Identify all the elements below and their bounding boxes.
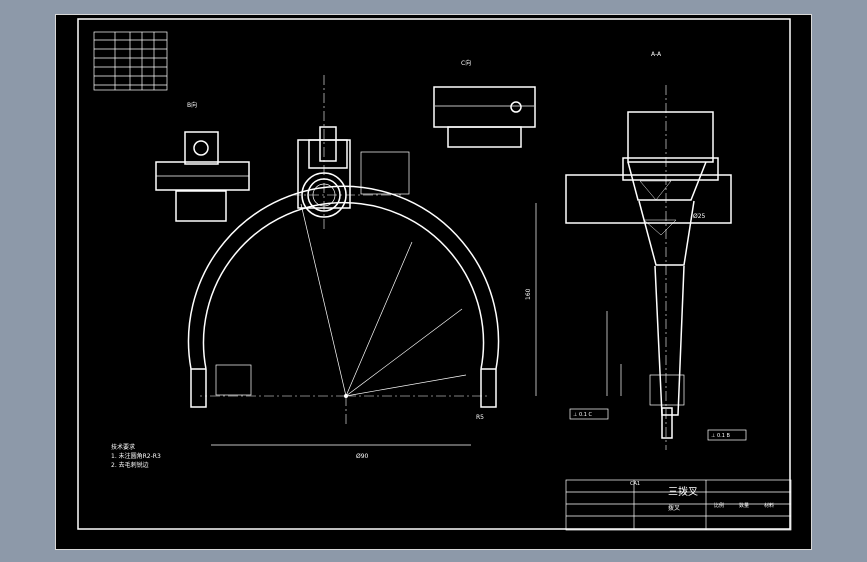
company-name: 拨叉 (668, 504, 680, 512)
width-label: Ø90 (356, 453, 369, 460)
view-c (433, 86, 536, 148)
drawing-border (77, 18, 791, 530)
revision-table (93, 31, 168, 91)
info-0: 比例 (714, 502, 724, 509)
note-2: 2. 去毛刺锐边 (111, 461, 149, 469)
part-name: 三拨叉 (668, 485, 698, 498)
section-view (565, 85, 732, 450)
drawing-no: CA1 (630, 481, 640, 487)
fork-drawing: 160 Ø90 R5 Ø25 ⊥ 0.1 C ⊥ 0.1 B 技术要求 1. 未… (77, 18, 792, 531)
technical-notes: 技术要求 1. 未注圆角R2-R3 2. 去毛刺锐边 (111, 443, 161, 469)
fork-boss (291, 75, 410, 231)
view-b (155, 131, 250, 222)
tolerance-label: Ø25 (693, 213, 706, 220)
note-1: 1. 未注圆角R2-R3 (111, 452, 161, 460)
info-1: 数量 (739, 502, 749, 509)
arc-label: R5 (476, 414, 484, 421)
fork-main (187, 185, 500, 425)
dimensions: 160 Ø90 R5 Ø25 (211, 203, 706, 460)
info-2: 材料 (764, 502, 774, 509)
tolerance-boxes: ⊥ 0.1 C ⊥ 0.1 B (569, 408, 747, 441)
view-b-label: B向 (187, 101, 197, 109)
tolerance-box-1: ⊥ 0.1 C (573, 412, 592, 418)
section-label: A-A (651, 51, 662, 58)
note-0: 技术要求 (111, 443, 135, 451)
drawing-frame: 160 Ø90 R5 Ø25 ⊥ 0.1 C ⊥ 0.1 B 技术要求 1. 未… (55, 14, 812, 550)
tolerance-box-2: ⊥ 0.1 B (711, 433, 730, 439)
title-block: 三拨叉 CA1 拨叉 比例 数量 材料 (565, 479, 792, 531)
center-height-label: 160 (525, 288, 532, 300)
view-c-label: C向 (461, 59, 471, 67)
